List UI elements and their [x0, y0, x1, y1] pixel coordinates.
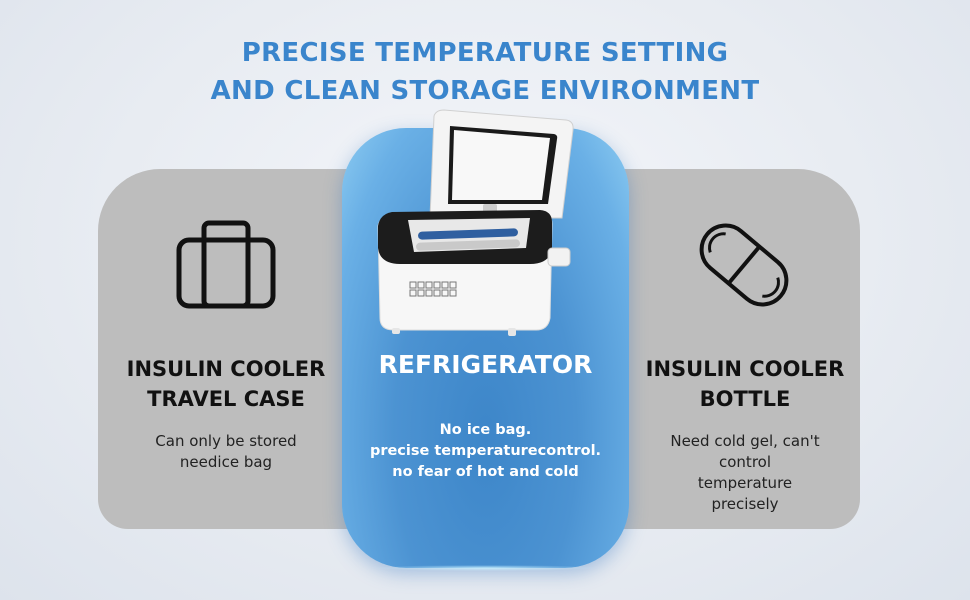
refrigerator-description: No ice bag. precise temperaturecontrol. …	[369, 422, 602, 480]
page-title: PRECISE TEMPERATURE SETTING AND CLEAN ST…	[0, 34, 970, 110]
title-line-2: AND CLEAN STORAGE ENVIRONMENT	[210, 76, 760, 106]
cooler-bottle-card	[592, 169, 860, 529]
portable-fridge-image	[377, 109, 574, 336]
cooler-bottle-heading: INSULIN COOLER BOTTLE	[645, 357, 845, 411]
travel-case-description: Can only be stored needice bag	[155, 432, 297, 471]
capsule-pill-icon	[699, 223, 789, 307]
cooler-bottle-description: Need cold gel, can't control temperature…	[670, 432, 820, 513]
travel-case-heading: INSULIN COOLER TRAVEL CASE	[126, 357, 326, 411]
title-line-1: PRECISE TEMPERATURE SETTING	[241, 38, 729, 68]
refrigerator-heading: REFRIGERATOR	[378, 350, 593, 379]
suitcase-icon	[176, 220, 276, 309]
travel-case-card	[98, 169, 378, 529]
